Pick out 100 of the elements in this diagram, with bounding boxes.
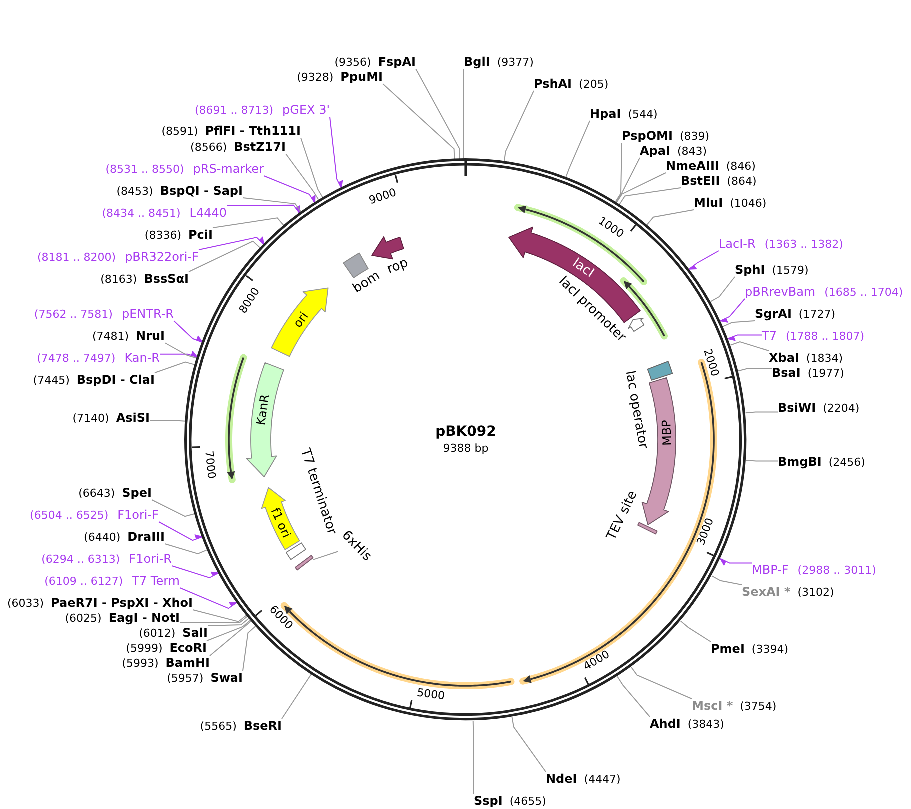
- site-position: (9356): [334, 56, 372, 70]
- leader-line: [198, 236, 265, 250]
- leader-line: [512, 716, 546, 772]
- leader-line: [174, 320, 204, 343]
- leader-line: [720, 298, 746, 323]
- primer-position: (7562 .. 7581): [34, 308, 113, 322]
- leader-line: [711, 576, 742, 586]
- site-position: (6440): [84, 531, 121, 545]
- enzyme-name: BmgBI: [778, 455, 822, 469]
- site-position: (6033): [7, 597, 44, 611]
- leader-line: [504, 90, 534, 162]
- primer-name: pRS-marker: [193, 162, 264, 176]
- feature-label: rop: [385, 256, 410, 278]
- feature-label: bom: [350, 269, 383, 296]
- leader-line: [188, 240, 261, 272]
- site-position: (3394): [752, 643, 788, 657]
- primer-position: (1788 .. 1807): [786, 330, 865, 344]
- primer-name: F1ori-F: [118, 508, 159, 522]
- leader-line: [208, 618, 250, 626]
- enzyme-name: FspAI: [378, 55, 416, 69]
- feature-marker: [647, 361, 674, 381]
- leader-line: [160, 350, 198, 358]
- primer-name: F1ori-R: [129, 552, 172, 566]
- enzyme-name: MluI: [694, 196, 724, 210]
- enzyme-name: BglI: [464, 55, 490, 69]
- feature-label: f1 ori: [268, 505, 294, 540]
- primer-position: (1363 .. 1382): [764, 238, 844, 252]
- leader-line: [206, 620, 252, 642]
- site-position: (5999): [126, 642, 163, 656]
- leader-line: [164, 544, 208, 554]
- leader-line: [242, 198, 302, 213]
- primer-position: (6294 .. 6313): [42, 553, 120, 567]
- site-position: (8163): [100, 273, 138, 287]
- site-position: (9377): [497, 56, 534, 70]
- site-position: (5565): [200, 720, 237, 734]
- enzyme-name: PaeR7I - PspXI - XhoI: [51, 596, 193, 610]
- site-position: (205): [579, 78, 609, 92]
- enzyme-name: PpuMI: [340, 70, 383, 84]
- enzyme-name: BseRI: [244, 719, 282, 733]
- leader-line: [264, 176, 316, 204]
- leader-line: [150, 420, 186, 422]
- feature-label: ori: [290, 310, 311, 331]
- enzyme-name: SphI: [735, 263, 766, 277]
- tick-label: 3000: [695, 516, 716, 548]
- site-position: (843): [677, 145, 708, 159]
- primer-name: LacI-R: [719, 237, 756, 251]
- enzyme-name: PflFI - Tth111I: [205, 124, 301, 138]
- plasmid-name: pBK092: [436, 425, 496, 439]
- enzyme-name: ApaI: [640, 144, 670, 158]
- leader-line: [720, 558, 752, 566]
- feature-marker: [294, 555, 314, 571]
- leader-line: [619, 188, 682, 206]
- enzyme-name: SwaI: [210, 671, 243, 685]
- feature-block: [628, 318, 645, 332]
- leader-line: [416, 68, 460, 160]
- enzyme-name: BsaI: [772, 366, 801, 380]
- tick-label: 4000: [582, 648, 612, 674]
- site-position: (5957): [167, 672, 204, 686]
- leader-line: [617, 676, 650, 718]
- enzyme-name: BsiWI: [778, 401, 816, 415]
- enzyme-name: PshAI: [534, 77, 572, 91]
- leader-line: [192, 610, 247, 622]
- leader-line: [152, 500, 196, 518]
- enzyme-name: NdeI: [546, 772, 578, 786]
- leader-line: [738, 368, 772, 372]
- leader-line: [242, 626, 256, 672]
- enzyme-name: PspOMI: [622, 129, 673, 143]
- site-position: (6012): [139, 627, 176, 641]
- enzyme-name: SpeI: [122, 486, 152, 500]
- site-position: (1579): [772, 264, 809, 278]
- tick-label: 9000: [368, 186, 398, 208]
- primer-position: (8181 .. 8200): [38, 251, 116, 265]
- site-position: (5993): [122, 657, 159, 671]
- site-position: (2204): [823, 402, 860, 416]
- enzyme-name: AsiSI: [116, 411, 150, 425]
- leader-line: [615, 142, 622, 203]
- leader-line: [730, 341, 770, 352]
- site-position: (9328): [297, 71, 334, 85]
- leader-line: [212, 218, 285, 228]
- primer-position: (8691 .. 8713): [194, 104, 274, 118]
- tick-label: 7000: [202, 450, 218, 480]
- site-position: (8591): [162, 125, 198, 139]
- enzyme-name: HpaI: [590, 107, 622, 121]
- feature-marker: [638, 522, 658, 535]
- site-position: (544): [628, 108, 658, 122]
- primer-position: (1685 .. 1704): [824, 286, 904, 300]
- primer-position: (7478 .. 7497): [37, 352, 116, 366]
- leader-line: [282, 674, 312, 720]
- enzyme-name: DraIII: [128, 530, 165, 544]
- leader-line: [180, 588, 238, 610]
- enzyme-name: XbaI: [769, 351, 800, 365]
- leader-line: [180, 616, 248, 624]
- leader-line: [286, 154, 320, 201]
- enzyme-name: BstEII: [681, 174, 720, 188]
- site-position: (846): [726, 160, 756, 174]
- feature-label: KanR: [254, 394, 272, 426]
- site-position: (839): [680, 130, 710, 144]
- site-position: (7481): [92, 330, 130, 344]
- site-position: (6643): [78, 487, 116, 501]
- site-position: (4655): [510, 795, 546, 809]
